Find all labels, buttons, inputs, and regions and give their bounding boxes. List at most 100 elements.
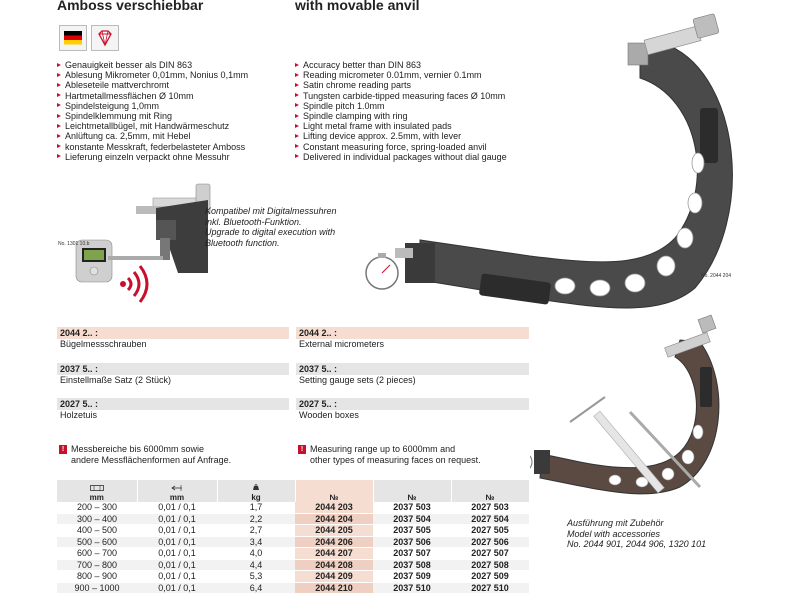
table-cell: 2027 506 <box>451 536 529 548</box>
feature-item: Spindelklemmung mit Ring <box>57 111 248 121</box>
feature-item: Lieferung einzeln verpackt ohne Messuhr <box>57 152 248 162</box>
table-cell: 2044 203 <box>295 502 373 514</box>
table-cell: 5,3 <box>217 570 295 583</box>
table-cell: 2027 507 <box>451 547 529 560</box>
table-cell: 4,0 <box>217 547 295 560</box>
feature-item: Anlüftung ca. 2,5mm, mit Hebel <box>57 131 248 141</box>
accessory-en-1: External micrometers <box>299 339 385 349</box>
table-cell: 2044 208 <box>295 559 373 571</box>
warning-en: ! Measuring range up to 6000mm and other… <box>298 444 481 466</box>
feature-item: Spindle pitch 1.0mm <box>295 101 507 111</box>
accessory-set-image <box>530 314 720 495</box>
accessory-de-2: Einstellmaße Satz (2 Stück) <box>60 375 172 385</box>
accessory-code-de-3: 2027 5.. : <box>57 398 289 410</box>
range-icon <box>89 485 104 491</box>
header-box-no: № <box>451 480 530 502</box>
accessory-de-1: Bügelmessschrauben <box>60 339 147 349</box>
table-cell: 0,01 / 0,1 <box>137 524 217 537</box>
table-cell: 1,7 <box>217 502 295 514</box>
table-cell: 2037 510 <box>373 582 451 594</box>
feature-item: Spindelsteigung 1,0mm <box>57 101 248 111</box>
feature-item: Reading micrometer 0.01mm, vernier 0.1mm <box>295 70 507 80</box>
table-cell: 2,7 <box>217 524 295 537</box>
table-cell: 2027 510 <box>451 582 529 594</box>
header-reading: mm <box>137 480 218 502</box>
weight-icon <box>253 483 259 490</box>
reading-icon <box>171 485 182 491</box>
table-cell: 0,01 / 0,1 <box>137 559 217 571</box>
title-en: with movable anvil <box>295 0 420 13</box>
table-cell: 500 – 600 <box>57 536 137 548</box>
small-product-number: No. 1301 10.b <box>58 241 90 247</box>
warning-icon: ! <box>298 445 306 454</box>
accessory-caption: Ausführung mit Zubehör Model with access… <box>567 518 707 549</box>
feature-item: Light metal frame with insulated pads <box>295 121 507 131</box>
table-cell: 900 – 1000 <box>57 582 137 594</box>
table-cell: 4,4 <box>217 559 295 571</box>
header-gauge-no: № <box>373 480 452 502</box>
table-cell: 2037 504 <box>373 513 451 525</box>
feature-item: Accuracy better than DIN 863 <box>295 60 507 70</box>
table-cell: 2027 503 <box>451 502 529 514</box>
table-cell: 2,2 <box>217 513 295 525</box>
table-cell: 2027 508 <box>451 559 529 571</box>
header-range: mm <box>57 480 138 502</box>
feature-item: Genauigkeit besser als DIN 863 <box>57 60 248 70</box>
digital-micrometer-image <box>75 183 211 303</box>
bluetooth-note: Kompatibel mit Digitalmessuhren inkl. Bl… <box>205 206 337 248</box>
table-cell: 2027 504 <box>451 513 529 525</box>
table-cell: 300 – 400 <box>57 513 137 525</box>
table-cell: 0,01 / 0,1 <box>137 536 217 548</box>
table-cell: 2037 505 <box>373 524 451 537</box>
large-product-number: No. 2044 204 <box>701 273 732 279</box>
accessory-code-de-2: 2037 5.. : <box>57 363 289 375</box>
header-micrometer-no: № <box>295 480 374 502</box>
table-cell: 0,01 / 0,1 <box>137 547 217 560</box>
table-cell: 800 – 900 <box>57 570 137 583</box>
accessory-code-de-1: 2044 2.. : <box>57 327 289 339</box>
table-cell: 6,4 <box>217 582 295 594</box>
table-cell: 0,01 / 0,1 <box>137 513 217 525</box>
feature-item: Lifting device approx. 2.5mm, with lever <box>295 131 507 141</box>
large-micrometer-image <box>365 13 733 309</box>
table-cell: 2027 509 <box>451 570 529 583</box>
feature-item: Ableseteile mattverchromt <box>57 80 248 90</box>
feature-item: Tungsten carbide-tipped measuring faces … <box>295 91 507 101</box>
feature-item: Ablesung Mikrometer 0,01mm, Nonius 0,1mm <box>57 70 248 80</box>
table-cell: 700 – 800 <box>57 559 137 571</box>
accessory-en-3: Wooden boxes <box>299 410 359 420</box>
title-de: Amboss verschiebbar <box>57 0 204 13</box>
table-cell: 0,01 / 0,1 <box>137 570 217 583</box>
features-de: Genauigkeit besser als DIN 863 Ablesung … <box>57 60 248 162</box>
accessory-code-en-3: 2027 5.. : <box>296 398 529 410</box>
table-cell: 3,4 <box>217 536 295 548</box>
feature-item: Constant measuring force, spring-loaded … <box>295 142 507 152</box>
table-cell: 2044 204 <box>295 513 373 525</box>
table-cell: 2044 205 <box>295 524 373 537</box>
features-en: Accuracy better than DIN 863 Reading mic… <box>295 60 507 162</box>
accessory-code-en-1: 2044 2.. : <box>296 327 529 339</box>
feature-item: konstante Messkraft, federbelasteter Amb… <box>57 142 248 152</box>
warning-icon: ! <box>59 445 67 454</box>
header-weight: kg <box>217 480 296 502</box>
table-cell: 2037 508 <box>373 559 451 571</box>
table-cell: 2037 509 <box>373 570 451 583</box>
table-cell: 0,01 / 0,1 <box>137 582 217 594</box>
table-cell: 600 – 700 <box>57 547 137 560</box>
feature-item: Hartmetallmessflächen Ø 10mm <box>57 91 248 101</box>
accessory-en-2: Setting gauge sets (2 pieces) <box>299 375 416 385</box>
table-cell: 200 – 300 <box>57 502 137 514</box>
german-flag-icon <box>59 25 87 51</box>
table-cell: 0,01 / 0,1 <box>137 502 217 514</box>
table-cell: 2037 503 <box>373 502 451 514</box>
feature-item: Leichtmetallbügel, mit Handwärmeschutz <box>57 121 248 131</box>
